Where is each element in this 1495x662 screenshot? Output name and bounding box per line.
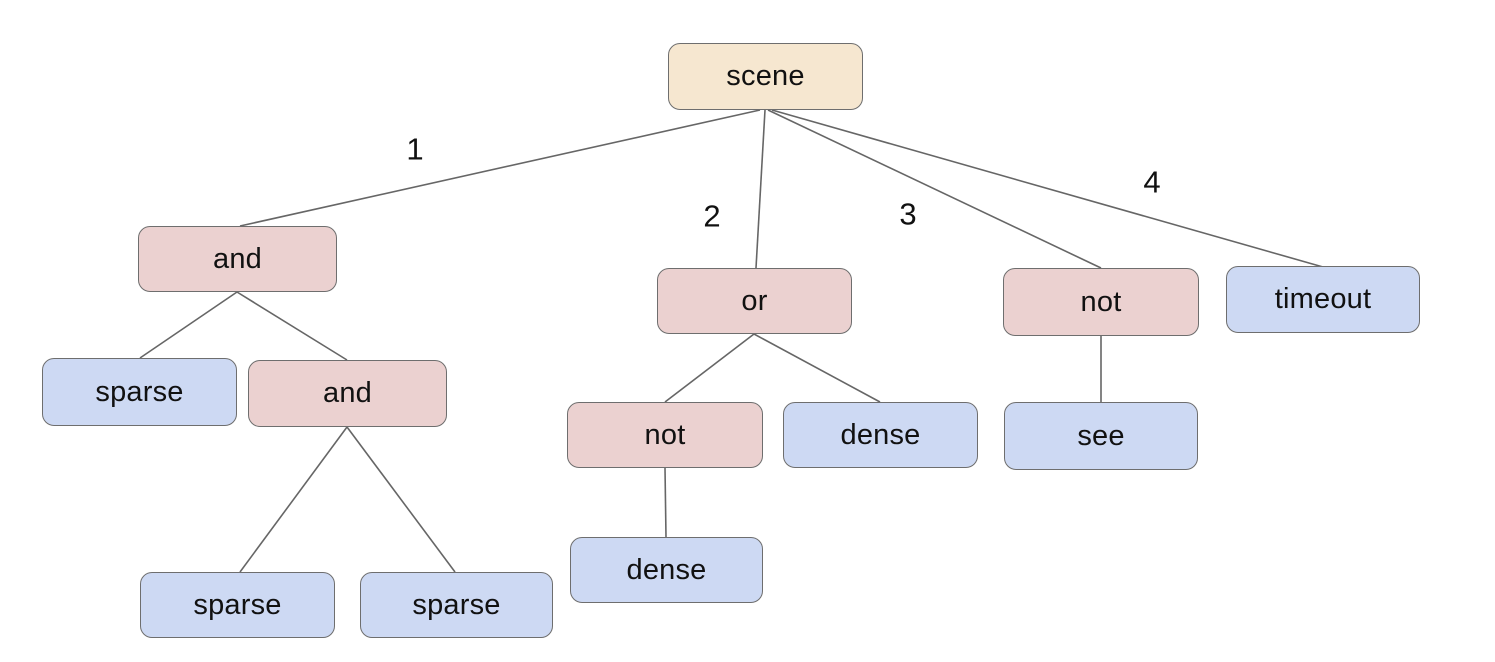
node-sparse-3: sparse xyxy=(360,572,553,638)
node-sparse-1: sparse xyxy=(42,358,237,426)
edge-not-2-to-dense-2 xyxy=(664,467,667,538)
node-see-1: see xyxy=(1004,402,1198,470)
node-dense-2: dense xyxy=(570,537,763,603)
node-and-2: and xyxy=(248,360,447,427)
node-dense-1: dense xyxy=(783,402,978,468)
edge-label-2: 2 xyxy=(703,198,721,234)
node-not-2: not xyxy=(567,402,763,468)
node-and-1: and xyxy=(138,226,337,292)
edge-label-4: 4 xyxy=(1143,164,1161,200)
edge-and-1-to-and-2 xyxy=(236,291,348,361)
node-timeout-1: timeout xyxy=(1226,266,1420,333)
node-scene: scene xyxy=(668,43,863,110)
edge-scene-to-timeout-1 xyxy=(771,109,1324,268)
edge-scene-to-and-1 xyxy=(239,109,761,227)
node-sparse-2: sparse xyxy=(140,572,335,638)
edge-scene-to-not-1 xyxy=(767,109,1102,269)
node-or-1: or xyxy=(657,268,852,334)
node-not-1: not xyxy=(1003,268,1199,336)
edge-and-2-to-sparse-3 xyxy=(346,426,456,573)
edge-and-2-to-sparse-2 xyxy=(239,426,348,573)
edge-or-1-to-dense-1 xyxy=(753,333,881,403)
edge-scene-to-or-1 xyxy=(755,109,766,269)
edge-and-1-to-sparse-1 xyxy=(139,291,238,359)
edge-or-1-to-not-2 xyxy=(664,333,755,403)
edge-label-1: 1 xyxy=(406,131,424,167)
edge-label-3: 3 xyxy=(899,196,917,232)
